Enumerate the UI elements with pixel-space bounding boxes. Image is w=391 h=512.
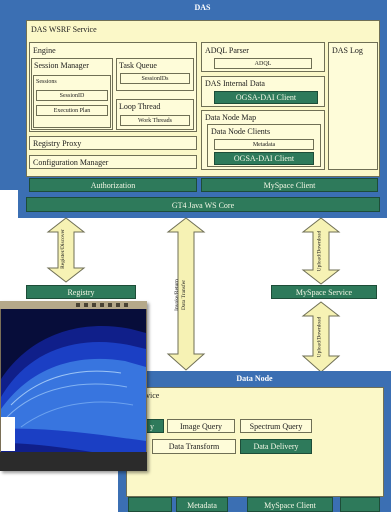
- data-transform-box: Data Transform: [152, 439, 236, 454]
- top-blue-backdrop: [0, 0, 18, 190]
- dn-myspace-client-box: MySpace Client: [247, 497, 333, 512]
- dn-right-green-box: [340, 497, 380, 512]
- engine-label: Engine: [33, 46, 56, 55]
- sessions-label: Sessions: [36, 79, 57, 85]
- data-node-title: Data Node: [236, 374, 273, 383]
- work-threads-box: Work Threads: [120, 115, 190, 126]
- session-ids-box: SessionIDs: [120, 73, 190, 84]
- das-log-label: DAS Log: [332, 46, 363, 55]
- task-queue-label: Task Queue: [119, 61, 157, 70]
- invoke-return-arrow: [166, 217, 206, 371]
- data-node-service-label: vice: [146, 391, 160, 400]
- das-title: DAS: [194, 3, 211, 12]
- gt4-core-box: GT4 Java WS Core: [26, 197, 380, 212]
- session-manager-label: Session Manager: [34, 61, 89, 70]
- upload-download-label-1: Upload/Download: [316, 230, 323, 272]
- astro-window-titlebar[interactable]: [0, 301, 147, 309]
- registry-proxy-box: Registry Proxy: [29, 136, 197, 150]
- myspace-service-box: MySpace Service: [271, 285, 377, 299]
- dn-left-green-box: [128, 497, 172, 512]
- astro-window-toolbar-icons: [76, 303, 128, 307]
- das-internal-data-label: DAS Internal Data: [205, 79, 265, 88]
- metadata-box: Metadata: [214, 139, 314, 150]
- das-log-panel: [328, 42, 378, 170]
- execution-plan-box: Execution Plan: [36, 105, 108, 116]
- register-discover-label: Register/Discover: [59, 229, 66, 269]
- registry-box: Registry: [26, 285, 136, 299]
- adql-parser-label: ADQL Parser: [205, 46, 249, 55]
- session-id-box: SessionID: [36, 90, 108, 101]
- upload-download-arrow-1: [301, 217, 341, 285]
- register-discover-arrow: [46, 217, 86, 283]
- dn-metadata-box: Metadata: [176, 497, 228, 512]
- upload-download-label-2: Upload/Download: [316, 316, 323, 358]
- ogsa-dai-client-box: OGSA-DAI Client: [214, 91, 318, 104]
- data-node-clients-label: Data Node Clients: [211, 127, 271, 136]
- data-transfer-label: Data Transfer: [181, 279, 188, 311]
- spectrum-query-box: Spectrum Query: [240, 419, 312, 433]
- sessions-panel: [33, 75, 111, 128]
- data-node-map-label: Data Node Map: [205, 113, 257, 122]
- loop-thread-label: Loop Thread: [119, 102, 161, 111]
- sky-survey-image: [1, 309, 146, 469]
- configuration-manager-box: Configuration Manager: [29, 155, 197, 169]
- astro-window-statusbar: [0, 452, 147, 471]
- invoke-return-label: Invoke/Return: [173, 279, 180, 311]
- ogsa-dai-client-box-2: OGSA-DAI Client: [214, 152, 314, 165]
- das-wsrf-service-label: DAS WSRF Service: [31, 25, 97, 34]
- myspace-client-box: MySpace Client: [201, 178, 378, 192]
- data-delivery-box: Data Delivery: [240, 439, 312, 454]
- authorization-box: Authorization: [29, 178, 197, 192]
- image-query-box: Image Query: [167, 419, 235, 433]
- adql-box: ADQL: [214, 58, 312, 69]
